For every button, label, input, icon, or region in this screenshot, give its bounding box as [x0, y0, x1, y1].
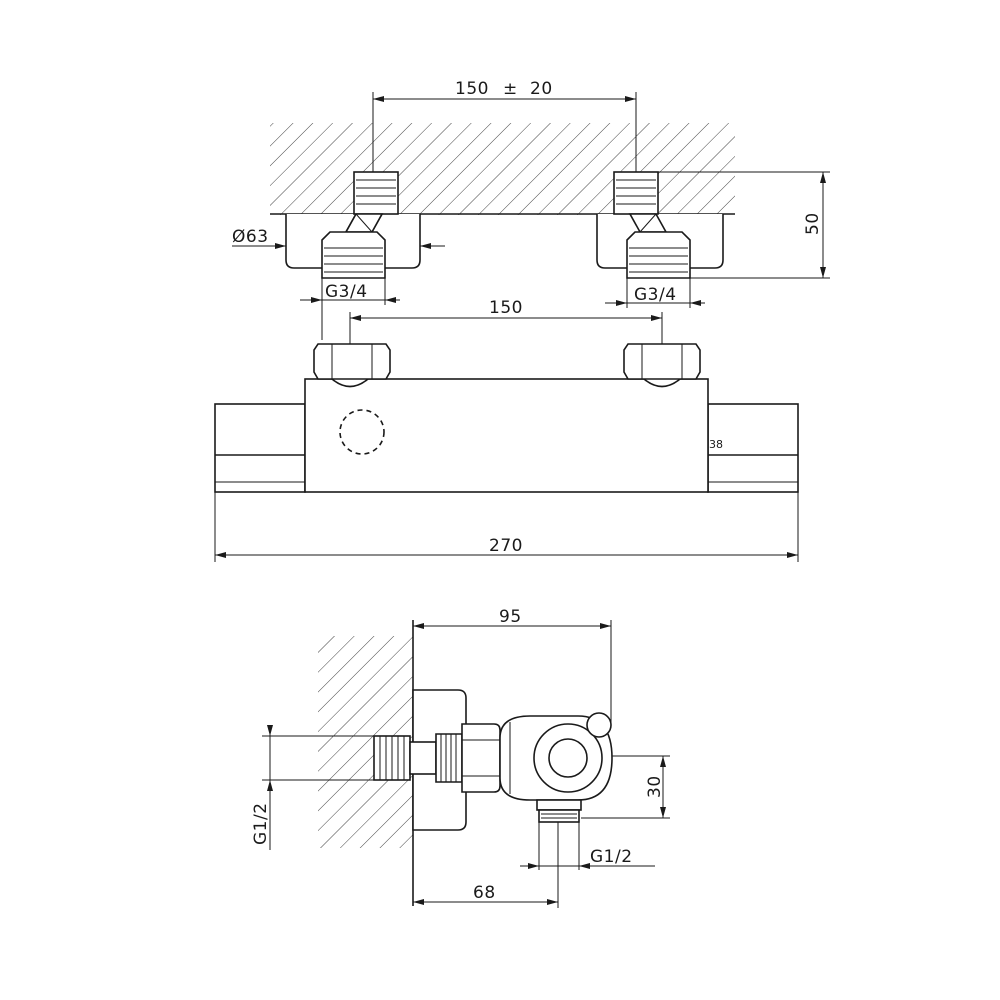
wall-hatch-top	[270, 123, 735, 215]
dim-body-spacing-value: 150	[489, 298, 523, 318]
left-inlet-nut	[313, 343, 391, 388]
hidden-outlet-circle	[339, 409, 385, 455]
dim-inlet-spacing: 150 ± 20	[372, 79, 637, 172]
dim-inlet-thread-right: G3/4	[605, 278, 705, 308]
dim-body-spacing: 150	[349, 298, 663, 345]
dim-overall-length: 270	[214, 492, 799, 562]
dim-inlet-spacing-value: 150	[455, 79, 489, 99]
right-inlet-nut	[623, 343, 701, 388]
dim-wall-thread-value: G1/2	[251, 802, 271, 845]
left-eccentric-connector	[321, 171, 399, 279]
top-wall-section	[270, 123, 735, 269]
mixer-front-view: 38	[214, 378, 799, 493]
dim-outlet-offset-value: 30	[645, 775, 665, 798]
dim-wall-depth: 50	[658, 171, 830, 279]
dim-outlet-offset: 30	[581, 755, 670, 819]
side-wall-thread	[373, 723, 501, 793]
side-knob-cap	[586, 712, 612, 738]
dim-wall-thread: G1/2	[251, 725, 374, 850]
dim-inlet-thread-left: G3/4	[300, 278, 400, 340]
dim-cover-diameter: Ø63	[232, 227, 445, 249]
dim-inlet-spacing-tolerance: 20	[530, 79, 553, 99]
right-eccentric-connector	[613, 171, 691, 279]
dim-side-depth: 95	[413, 607, 612, 722]
body-mark: 38	[709, 438, 723, 451]
dim-side-depth-value: 95	[499, 607, 522, 627]
dim-outlet-thread: G1/2	[520, 822, 655, 870]
dim-inlet-thread-right-value: G3/4	[634, 285, 677, 305]
dim-inlet-spacing-pm: ±	[503, 79, 518, 99]
dim-outlet-distance-value: 68	[473, 883, 496, 903]
side-outlet	[536, 799, 582, 823]
side-knob-inner	[548, 738, 588, 778]
mixer-body	[304, 378, 709, 493]
dim-outlet-thread-value: G1/2	[590, 847, 633, 867]
dim-inlet-thread-left-value: G3/4	[325, 282, 368, 302]
dim-outlet-distance: 68	[413, 822, 559, 908]
dim-overall-length-value: 270	[489, 536, 523, 556]
dim-wall-depth-value: 50	[803, 212, 823, 235]
dim-cover-diameter-value: Ø63	[232, 227, 269, 247]
side-mixer-body	[499, 712, 613, 801]
right-handle	[707, 403, 799, 493]
left-handle	[214, 403, 306, 493]
